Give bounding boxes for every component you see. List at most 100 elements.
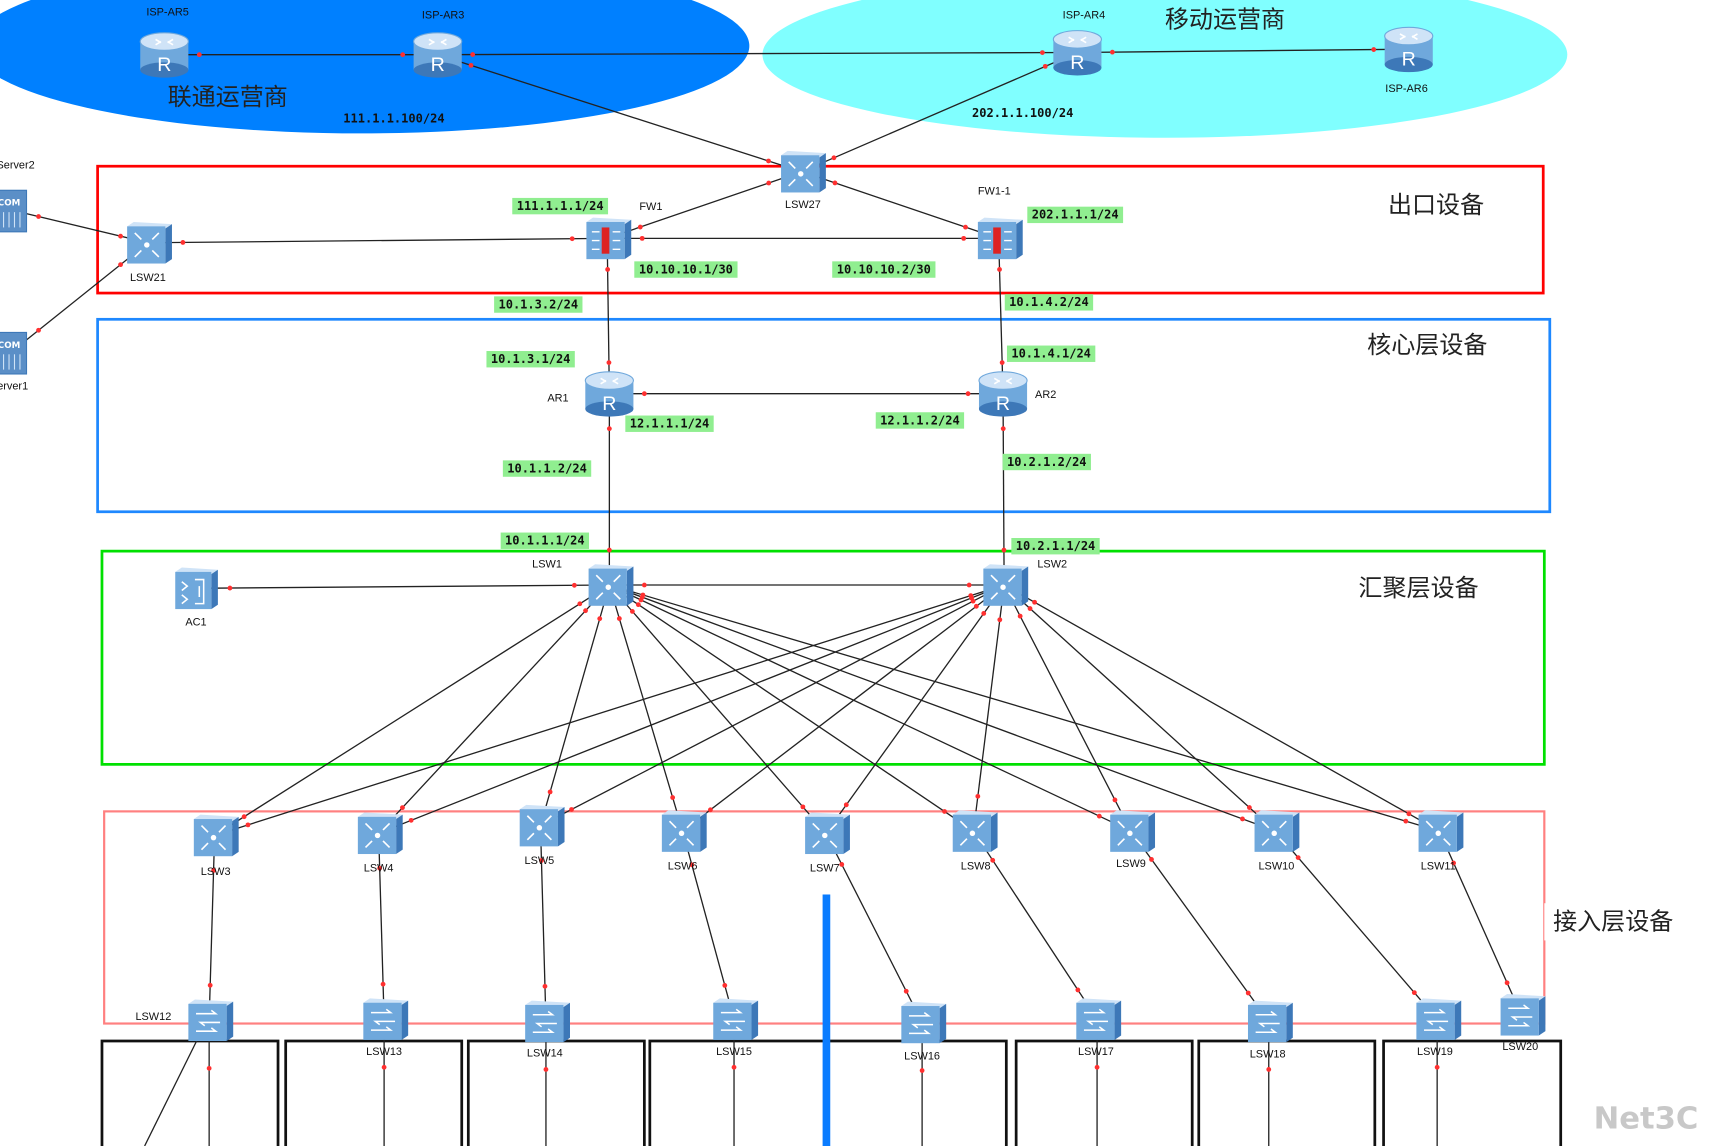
link-lsw11-lsw20[interactable] — [1438, 830, 1522, 1016]
port-dot — [241, 814, 247, 820]
link-lsw10-lsw19[interactable] — [1274, 830, 1438, 1020]
node-lsw12[interactable] — [188, 999, 234, 1042]
node-lsw18[interactable] — [1247, 1000, 1293, 1043]
link-lsw1-lsw10[interactable] — [609, 584, 1276, 832]
link-lsw21-fw1[interactable] — [147, 237, 608, 244]
node-lsw15[interactable] — [713, 998, 759, 1040]
node-lsw6[interactable] — [661, 810, 707, 852]
link-lsw6-lsw15[interactable] — [681, 830, 735, 1020]
node-label: LSW21 — [130, 272, 166, 284]
link-lsw1-lsw4[interactable] — [378, 584, 610, 834]
core-layer-box — [96, 317, 1552, 514]
node-ar1[interactable]: R — [584, 371, 634, 417]
svg-text:10.1.1.2/24: 10.1.1.2/24 — [507, 461, 587, 475]
link-lsw1-lsw3[interactable] — [214, 584, 610, 836]
port-dot — [1027, 606, 1033, 611]
port-dot — [970, 598, 976, 604]
link-lsw7-lsw16[interactable] — [825, 832, 923, 1023]
link-fw1-ar1[interactable] — [606, 238, 611, 394]
link-lsw1-lsw5[interactable] — [539, 584, 610, 826]
link-server1-lsw21[interactable] — [10, 242, 149, 353]
node-lsw14[interactable] — [525, 1000, 570, 1043]
svg-text:10.1.4.2/24: 10.1.4.2/24 — [1009, 295, 1089, 309]
node-label: LSW17 — [1078, 1046, 1114, 1058]
link-lsw1-lsw6[interactable] — [608, 584, 684, 832]
node-lsw19[interactable] — [1416, 998, 1462, 1040]
node-lsw2[interactable] — [983, 564, 1029, 606]
node-fw1[interactable] — [586, 217, 632, 260]
node-lsw13[interactable] — [363, 998, 409, 1040]
l3-switch-icon — [193, 814, 239, 857]
ip-address-label: 10.1.1.2/24 — [502, 460, 592, 477]
l3-switch-icon — [781, 150, 826, 193]
node-lsw16[interactable] — [901, 1001, 947, 1044]
node-lsw27[interactable] — [781, 150, 826, 193]
link-ac1-lsw1[interactable] — [194, 584, 610, 589]
node-ac1[interactable] — [175, 567, 218, 610]
link-lsw2-lsw4[interactable] — [378, 584, 1005, 834]
link-lsw27-fw1[interactable] — [606, 171, 803, 240]
node-lsw7[interactable] — [805, 812, 850, 855]
node-lsw17[interactable] — [1076, 998, 1122, 1040]
link-ar2-lsw2[interactable] — [1002, 393, 1005, 586]
port-dot — [800, 804, 806, 810]
ip-address-label: 202.1.1.100/24 — [972, 106, 1073, 120]
node-lsw8[interactable] — [952, 810, 998, 852]
link-lsw9-lsw18[interactable] — [1130, 830, 1270, 1022]
link-fw1-1-ar2[interactable] — [998, 238, 1004, 394]
node-server1[interactable]: COM — [0, 331, 28, 375]
node-fw1-1[interactable] — [977, 217, 1023, 260]
node-lsw1[interactable] — [588, 564, 634, 606]
link-lsw3-lsw12[interactable] — [208, 835, 216, 1021]
node-isp-ar3[interactable]: R — [413, 32, 463, 78]
link-lsw1-lsw8[interactable] — [608, 584, 974, 832]
link-isp-ar3-lsw27[interactable] — [437, 54, 803, 173]
node-lsw4[interactable] — [357, 812, 403, 855]
link-lsw2-lsw9[interactable] — [1003, 584, 1132, 832]
port-dot — [641, 582, 647, 588]
link-lsw2-lsw6[interactable] — [682, 584, 1005, 832]
port-dot — [606, 360, 612, 366]
node-lsw20[interactable] — [1500, 994, 1546, 1036]
port-dot — [1017, 613, 1023, 619]
link-isp-ar4-lsw27[interactable] — [801, 51, 1078, 173]
l3-switch-icon — [661, 810, 707, 852]
link-server2-lsw21[interactable] — [11, 209, 149, 244]
link-lsw1-lsw7[interactable] — [608, 584, 827, 834]
link-lsw4-lsw13[interactable] — [377, 833, 385, 1020]
svg-text:111.1.1.100/24: 111.1.1.100/24 — [343, 111, 444, 125]
link-lsw2-lsw3[interactable] — [214, 584, 1005, 837]
port-dot — [616, 616, 622, 621]
node-server2[interactable]: COM — [0, 189, 28, 233]
l2-switch-icon — [1416, 998, 1462, 1040]
link-lsw2-lsw11[interactable] — [1003, 584, 1440, 832]
port-dot — [635, 602, 641, 608]
node-lsw5[interactable] — [519, 804, 565, 847]
node-lsw11[interactable] — [1418, 810, 1464, 852]
link-lsw27-fw1-1[interactable] — [801, 171, 999, 240]
link-lsw8-lsw17[interactable] — [972, 830, 1098, 1020]
node-isp-ar4[interactable]: R — [1052, 30, 1102, 76]
port-dot — [377, 865, 383, 871]
node-lsw21[interactable] — [127, 221, 172, 264]
link-lsw2-lsw8[interactable] — [972, 584, 1005, 832]
link-lsw2-lsw7[interactable] — [825, 584, 1005, 834]
link-lsw1-lsw9[interactable] — [609, 584, 1132, 832]
downlink-lsw12-b[interactable] — [144, 1033, 201, 1146]
server-icon: COM — [0, 189, 28, 233]
port-dot — [1411, 990, 1417, 996]
node-lsw10[interactable] — [1254, 810, 1300, 852]
ip-address-label: 10.10.10.1/30 — [634, 261, 738, 278]
link-lsw1-lsw11[interactable] — [609, 584, 1440, 832]
node-isp-ar5[interactable]: R — [139, 32, 189, 78]
node-isp-ar6[interactable]: R — [1384, 26, 1434, 73]
node-lsw9[interactable] — [1110, 810, 1156, 852]
l2-switch-icon — [901, 1001, 947, 1044]
node-lsw3[interactable] — [193, 814, 239, 857]
link-lsw2-lsw5[interactable] — [540, 584, 1005, 827]
link-lsw2-lsw10[interactable] — [1003, 584, 1276, 832]
link-isp-ar4-isp-ar6[interactable] — [1077, 48, 1409, 54]
link-isp-ar3-isp-ar4[interactable] — [437, 51, 1078, 56]
zone-title-access: 接入层设备 — [1553, 907, 1673, 935]
node-ar2[interactable]: R — [978, 371, 1028, 417]
